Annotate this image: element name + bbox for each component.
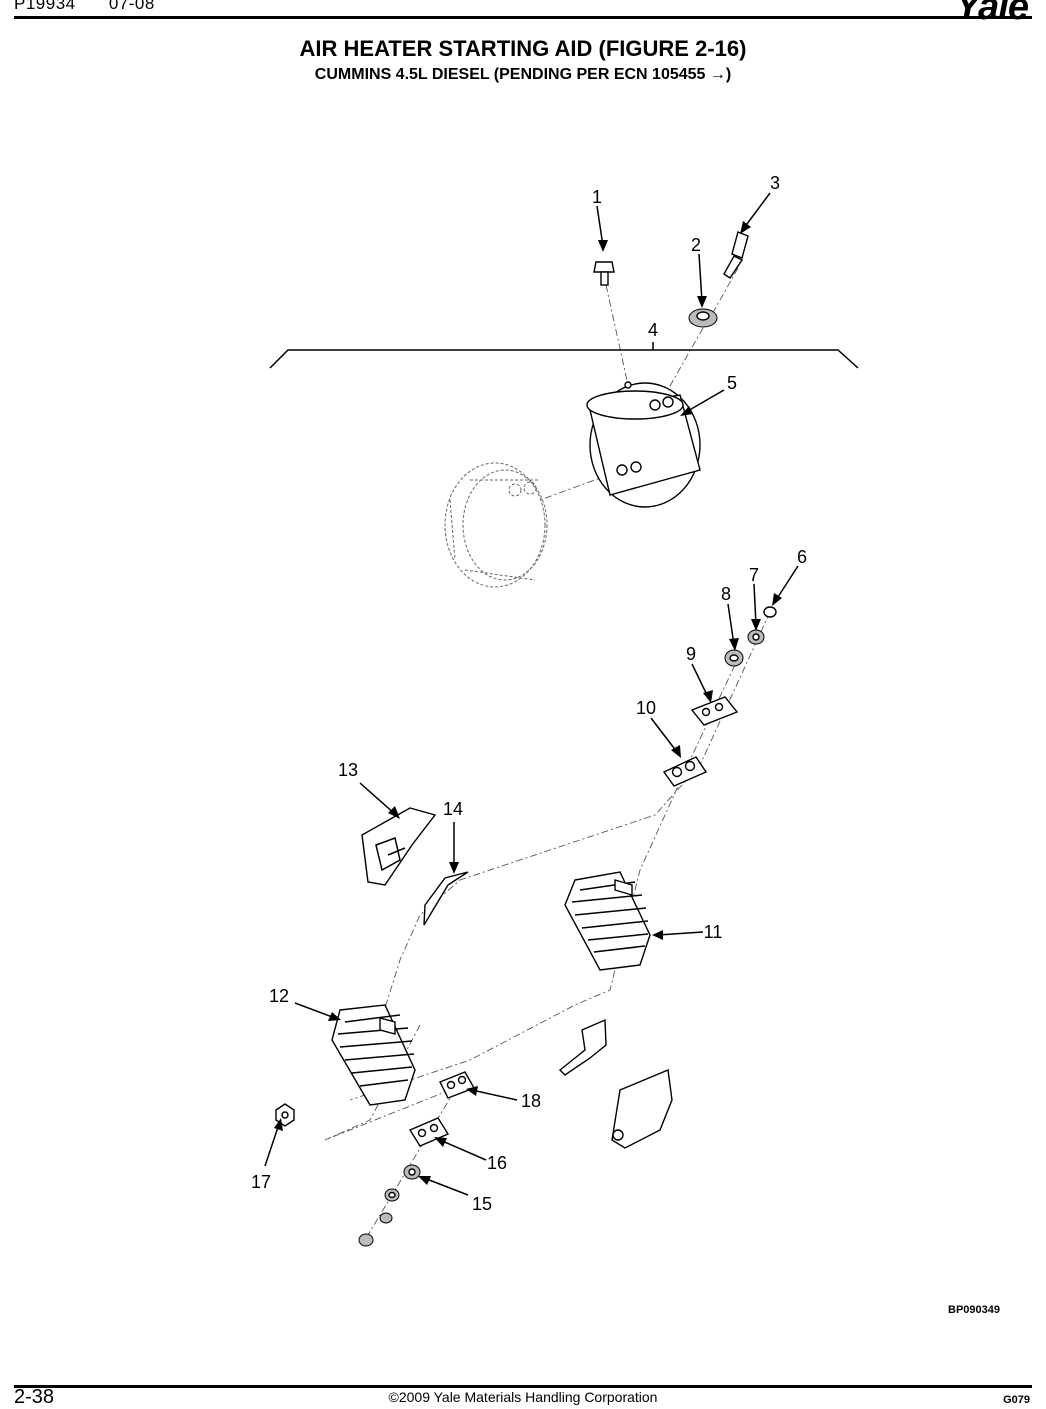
doc-date: 07-08 (108, 0, 155, 13)
callout-16: 16 (487, 1153, 507, 1173)
callout-7: 7 (749, 565, 759, 585)
sensor-part (723, 231, 749, 279)
callout-18: 18 (521, 1091, 541, 1111)
callout-17: 17 (251, 1172, 271, 1192)
callout-8: 8 (721, 584, 731, 604)
header-doc-info: P19934 07-08 (14, 0, 183, 14)
callout-labels: 1 2 3 4 5 6 7 8 9 10 11 12 13 14 15 16 1… (251, 173, 807, 1214)
callout-15: 15 (472, 1194, 492, 1214)
terminal-plates-upper (662, 696, 739, 787)
footer-rule (14, 1385, 1032, 1388)
page-subtitle: CUMMINS 4.5L DIESEL (PENDING PER ECN 105… (314, 66, 732, 83)
band-ring-part (586, 381, 701, 508)
small-hardware-upper (724, 606, 777, 667)
callout-4: 4 (648, 320, 658, 340)
callout-13: 13 (338, 760, 358, 780)
callout-1: 1 (592, 187, 602, 207)
copyright-text: ©2009 Yale Materials Handling Corporatio… (388, 1389, 658, 1405)
callout-10: 10 (636, 698, 656, 718)
assembly-bracket (269, 342, 859, 369)
heater-housing-outline (444, 462, 548, 588)
grommet-part (688, 308, 718, 328)
callout-3: 3 (770, 173, 780, 193)
callout-leaders (264, 192, 799, 1196)
callout-5: 5 (727, 373, 737, 393)
callout-11: 11 (704, 922, 723, 942)
header-rule (14, 16, 1032, 19)
spacer-clip-upper (423, 871, 469, 926)
insulator-cover-lower (611, 1069, 673, 1149)
callout-9: 9 (686, 644, 696, 664)
callout-2: 2 (691, 235, 701, 255)
spacer-clip-lower (558, 1018, 607, 1076)
grid-heater-element-right (564, 871, 651, 971)
doc-number: P19934 (14, 0, 76, 13)
callout-arrowheads (274, 221, 782, 1185)
yale-logo: Yale (955, 0, 1029, 28)
bolt-part (593, 261, 615, 286)
grid-heater-element-left (331, 1004, 416, 1106)
small-hardware-lower (275, 1071, 476, 1247)
page-title: AIR HEATER STARTING AID (FIGURE 2-16) (299, 36, 747, 61)
callout-14: 14 (443, 799, 463, 819)
figure-code: BP090349 (948, 1304, 1000, 1316)
callout-12: 12 (269, 986, 289, 1006)
insulator-cover-part (361, 807, 437, 886)
callout-6: 6 (797, 547, 807, 567)
footer-code: G079 (1003, 1394, 1030, 1406)
